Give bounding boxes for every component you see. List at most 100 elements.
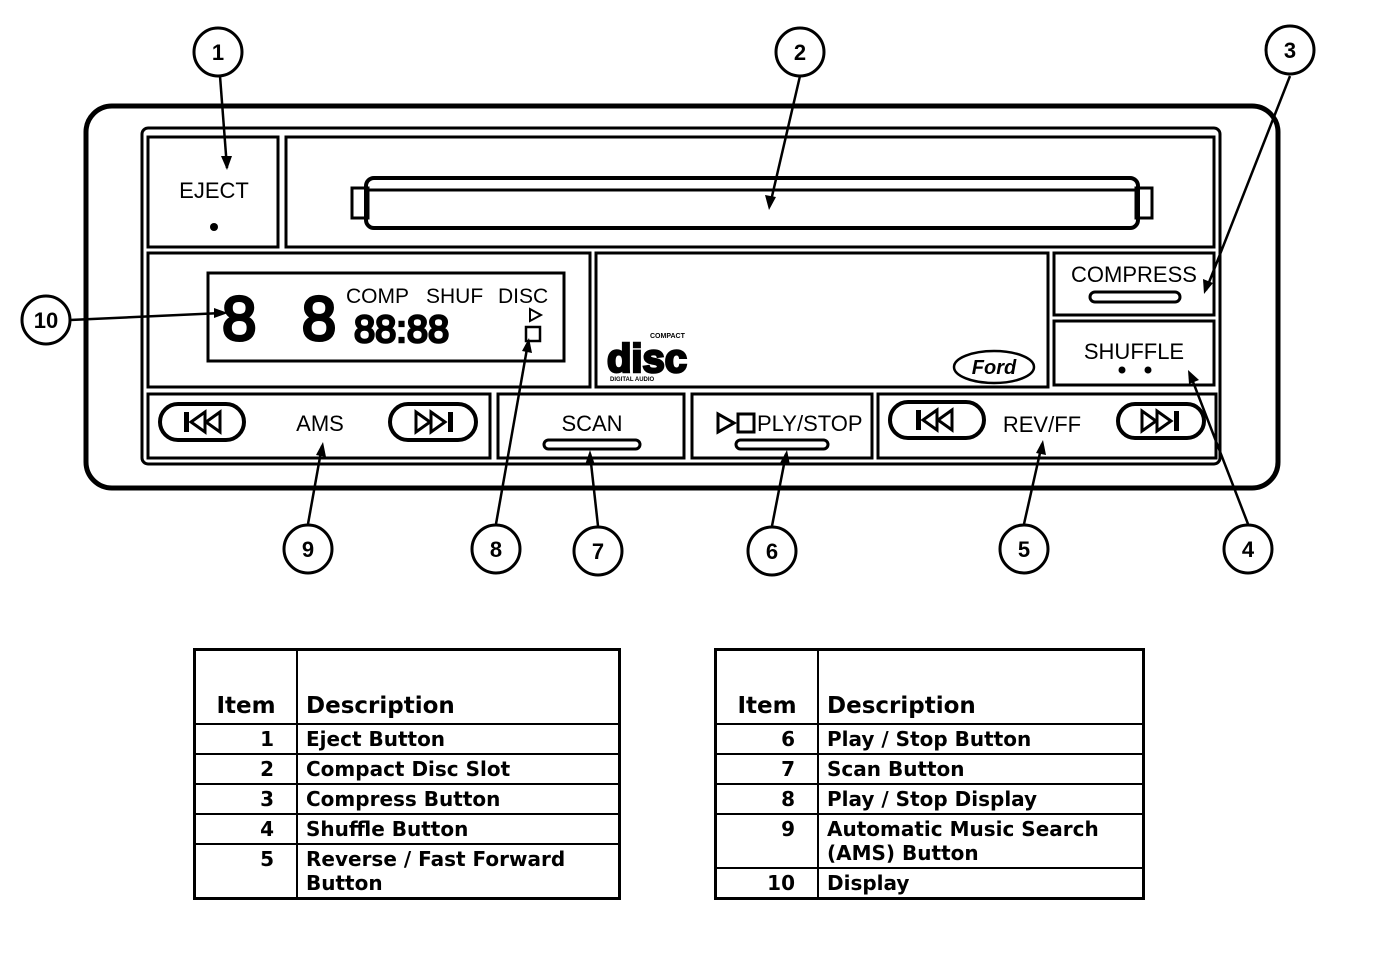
callout-1: 1 [192,26,244,78]
display-time-digits: 88:88 [354,309,449,351]
callout-9: 9 [282,523,334,575]
cd-logo-top: COMPACT [650,333,686,340]
rewind-icon [916,407,954,433]
item-number: 4 [193,813,298,845]
skip-back-icon [184,409,222,435]
eject-label: EJECT [179,178,249,203]
shuffle-dot-right [1144,366,1152,374]
item-description: Shuffle Button [296,813,621,845]
item-description: Play / Stop Display [817,783,1145,815]
item-number: 8 [714,783,819,815]
svg-text:1: 1 [212,40,224,65]
lcd-display [206,271,566,363]
display-indicator-disc: DISC [498,285,548,308]
svg-text:7: 7 [592,539,604,564]
header-description: Description [296,648,621,725]
item-description: Play / Stop Button [817,723,1145,755]
callout-6: 6 [746,525,798,577]
item-number: 1 [193,723,298,755]
slot-end-right [1134,186,1154,220]
scan-label: SCAN [561,411,622,436]
item-number: 10 [714,867,819,900]
callout-leaders [69,75,1292,527]
svg-text:10: 10 [34,308,58,333]
shuffle-dot-left [1118,366,1126,374]
svg-text:5: 5 [1018,537,1030,562]
ford-logo-oval [952,349,1036,385]
skip-forward-icon [414,409,453,435]
compact-disc-slot[interactable] [364,176,1140,230]
compress-button[interactable] [1052,251,1216,317]
ams-previous-button[interactable] [158,402,246,442]
cd-logo-bottom: DIGITAL AUDIO [610,377,655,383]
svg-text:8: 8 [490,537,502,562]
display-panel [146,251,592,389]
compress-indicator-bar [1088,290,1182,304]
rev-ff-label: REV/FF [1003,412,1081,437]
eject-indicator-dot [210,223,218,231]
ford-logo: Ford [972,357,1017,379]
play-stop-label: PLY/STOP [757,411,863,436]
item-number: 3 [193,783,298,815]
stop-icon [736,412,756,434]
compress-label: COMPRESS [1071,262,1197,287]
svg-text:6: 6 [766,539,778,564]
svg-text:4: 4 [1242,537,1255,562]
callout-arrowheads [214,156,1213,465]
fast-forward-button[interactable] [1116,402,1206,440]
svg-text:2: 2 [794,40,806,65]
display-indicator-comp: COMP [346,285,409,308]
item-number: 6 [714,723,819,755]
slot-end-left [350,186,370,220]
stop-indicator-icon [524,325,542,343]
fast-forward-icon [1140,408,1179,434]
disc-slot-panel [284,135,1216,249]
callout-3: 3 [1264,24,1316,76]
callout-8: 8 [470,523,522,575]
rev-ff-button-group [876,392,1218,460]
inner-bezel [140,126,1222,466]
play-indicator-icon [529,307,544,323]
play-stop-indicator-bar [734,438,830,451]
shuffle-button[interactable] [1052,319,1216,387]
callout-7: 7 [572,525,624,577]
header-item: Item [193,648,298,725]
ams-next-button[interactable] [388,402,478,442]
logo-panel [594,251,1050,389]
display-indicator-shuf: SHUF [426,285,483,308]
item-number: 9 [714,813,819,869]
cd-player-diagram: EJECT 8 8 COMP SHUF DISC 88:88 COMPACT d… [20,24,1316,577]
ams-label: AMS [296,411,344,436]
reverse-button[interactable] [888,400,986,440]
callout-2: 2 [774,26,826,78]
play-icon [716,411,738,435]
svg-text:3: 3 [1284,38,1296,63]
item-number: 5 [193,843,298,900]
callout-5: 5 [998,523,1050,575]
item-description: Automatic Music Search (AMS) Button [817,813,1145,869]
item-description: Display [817,867,1145,900]
eject-button[interactable] [146,135,280,249]
callout-10: 10 [20,294,72,346]
header-item: Item [714,648,819,725]
play-stop-button[interactable] [690,392,874,460]
cd-logo: disc [607,337,687,381]
shuffle-label: SHUFFLE [1084,339,1184,364]
item-description: Compact Disc Slot [296,753,621,785]
display-big-digits: 8 8 [222,285,350,354]
item-number: 7 [714,753,819,785]
callout-4: 4 [1222,523,1274,575]
item-description: Compress Button [296,783,621,815]
item-number: 2 [193,753,298,785]
item-description: Reverse / Fast Forward Button [296,843,621,900]
